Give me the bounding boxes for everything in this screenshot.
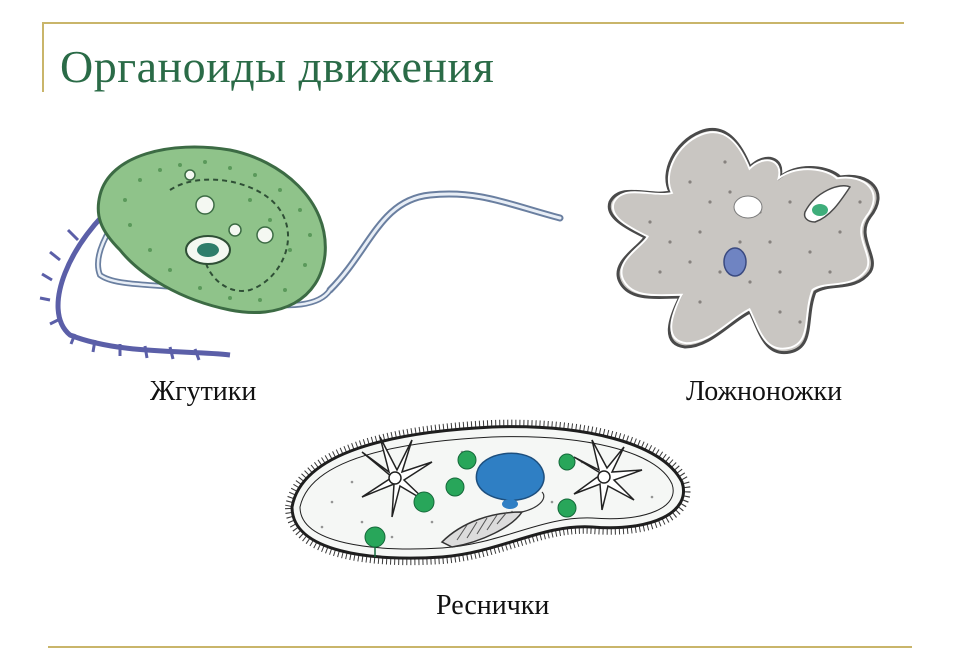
page-title: Органоиды движения (60, 41, 495, 92)
caption-cilia: Реснички (436, 590, 550, 621)
paramecium-oral-groove (440, 511, 524, 548)
slide-frame-left-line (42, 22, 44, 92)
amoeba-nucleus (723, 247, 747, 277)
euglena-barbed-flagellum (55, 198, 231, 358)
euglena-illustration (39, 145, 564, 361)
amoeba-illustration (607, 128, 880, 355)
paramecium-illustration (284, 419, 691, 566)
slide-frame-top-line (42, 22, 904, 24)
paramecium-nucleus (475, 452, 545, 501)
caption-flagella: Жгутики (150, 376, 257, 407)
amoeba-body (607, 128, 880, 355)
paramecium-contractile-vacuole-left (361, 436, 433, 518)
caption-pseudopodia: Ложноножки (686, 376, 843, 407)
paramecium-contractile-vacuole-right (573, 439, 643, 511)
euglena-body (96, 145, 327, 315)
slide-frame-bottom-line (48, 646, 912, 648)
